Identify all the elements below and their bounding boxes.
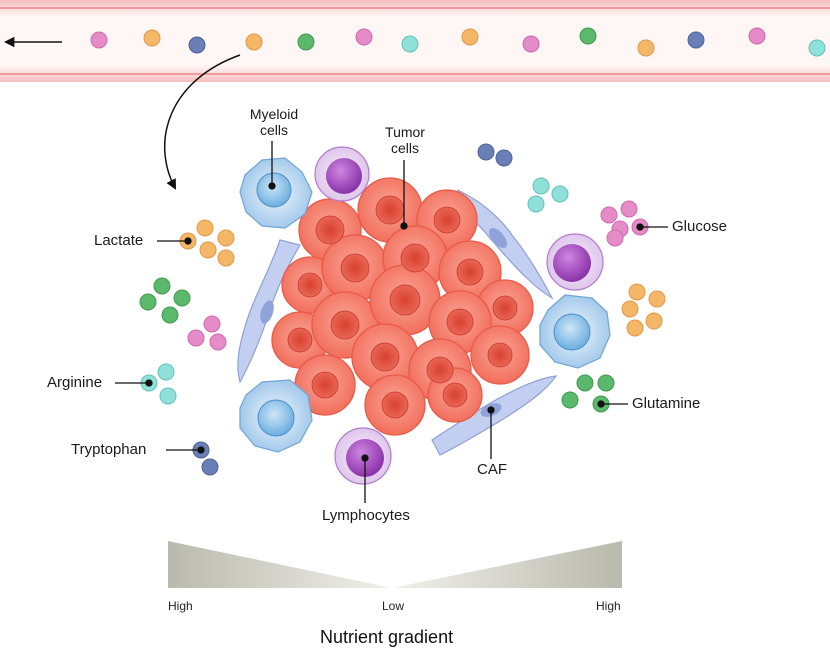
label-caf: CAF <box>477 461 507 478</box>
lactate-molecules-right <box>621 283 666 337</box>
myeloid-cell <box>239 379 313 453</box>
tumor-cluster <box>271 177 534 436</box>
lymphocyte <box>314 146 370 202</box>
glucose-molecules <box>600 200 649 247</box>
myeloid-cell <box>239 157 313 229</box>
label-glucose: Glucose <box>672 218 728 235</box>
curved-arrow-icon <box>163 54 241 190</box>
gradient-bar <box>168 541 622 588</box>
arginine-molecules-right <box>527 177 569 213</box>
vessel-nutrients <box>90 27 826 57</box>
label-arginine: Arginine <box>47 374 103 391</box>
gradient-label-right: High <box>596 599 621 613</box>
gradient-label-center: Low <box>382 599 405 613</box>
arginine-molecules <box>140 363 177 405</box>
label-glutamine: Glutamine <box>632 395 701 412</box>
label-myeloid-line1: Myeloid <box>249 106 299 122</box>
caf-cells <box>237 189 558 456</box>
label-tumor-line1: Tumor <box>385 124 425 140</box>
gradient-caption: Nutrient gradient <box>320 627 454 647</box>
label-lactate: Lactate <box>94 232 144 249</box>
tryptophan-molecules-top <box>477 143 513 167</box>
label-tryptophan: Tryptophan <box>71 441 147 458</box>
leader-lines <box>115 141 668 503</box>
tryptophan-molecules <box>192 441 219 476</box>
lymphocyte <box>546 233 604 291</box>
glutamine-molecules <box>561 374 615 413</box>
gradient-label-left: High <box>168 599 193 613</box>
label-tumor-line2: cells <box>390 140 419 156</box>
glucose-molecules-left <box>187 315 227 351</box>
label-myeloid-cells: Myeloid cells <box>238 106 310 138</box>
label-myeloid-line2: cells <box>259 122 288 138</box>
label-lymphocytes: Lymphocytes <box>322 507 410 524</box>
tumor-nucleus <box>287 195 518 419</box>
myeloid-cell <box>539 294 611 369</box>
glutamine-molecules-left <box>139 277 191 324</box>
label-tumor-cells: Tumor cells <box>370 124 440 156</box>
